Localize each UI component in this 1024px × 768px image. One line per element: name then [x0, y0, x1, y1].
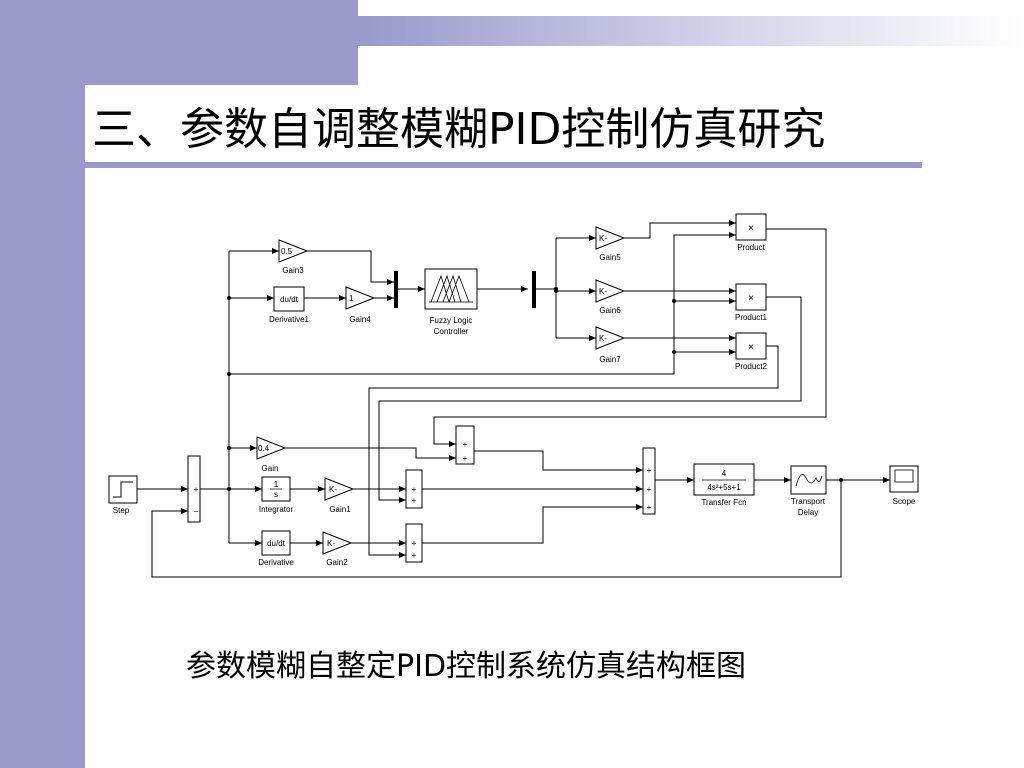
derivative-block[interactable]: du/dt Derivative [258, 530, 294, 567]
gain7-block[interactable]: K- Gain7 [595, 326, 626, 364]
gain2-block[interactable]: K- Gain2 [322, 531, 353, 567]
controller-output-sum-block[interactable]: + + + [642, 447, 656, 515]
slide-title: 三、参数自调整模糊PID控制仿真研究 [92, 104, 826, 155]
derivative1-block[interactable]: du/dt Derivative1 [269, 286, 310, 324]
gain4-block[interactable]: 1 Gain4 [345, 286, 376, 324]
svg-text:+: + [412, 485, 417, 494]
svg-text:Gain4: Gain4 [349, 315, 371, 324]
svg-text:×: × [748, 223, 754, 234]
svg-text:+: + [412, 551, 417, 560]
svg-text:×: × [748, 342, 754, 353]
svg-text:K-: K- [599, 287, 607, 296]
svg-text:Gain5: Gain5 [599, 253, 621, 262]
mux-block[interactable] [394, 271, 398, 308]
transport-delay-block[interactable]: Transport Delay [790, 465, 827, 517]
svg-text:Transport: Transport [791, 497, 826, 506]
product-block[interactable]: × Product [735, 213, 767, 252]
product1-block[interactable]: × Product1 [735, 283, 768, 322]
svg-text:4: 4 [722, 469, 727, 478]
sum-derivative-block[interactable]: + + [405, 523, 423, 563]
gain6-block[interactable]: K- Gain6 [595, 279, 626, 315]
wire-junctions [227, 287, 843, 491]
svg-text:Gain6: Gain6 [599, 306, 621, 315]
svg-text:Gain7: Gain7 [599, 355, 621, 364]
svg-text:+: + [463, 440, 468, 449]
svg-text:s: s [274, 490, 278, 499]
svg-text:K-: K- [599, 334, 607, 343]
svg-text:0.5: 0.5 [281, 247, 293, 256]
svg-text:+: + [647, 503, 652, 512]
svg-text:Derivative1: Derivative1 [269, 315, 310, 324]
signal-wires [137, 220, 890, 578]
svg-text:Scope: Scope [893, 497, 916, 506]
gain1-block[interactable]: K- Gain1 [324, 477, 355, 514]
sum-integral-block[interactable]: + + [405, 469, 423, 509]
svg-text:Derivative: Derivative [258, 558, 294, 567]
svg-text:Product1: Product1 [735, 313, 768, 322]
header-gradient-bar [358, 16, 1024, 46]
svg-text:K-: K- [599, 234, 607, 243]
svg-text:−: − [194, 507, 199, 516]
svg-text:0.4: 0.4 [258, 444, 270, 453]
left-accent-band [0, 0, 85, 768]
sum-proportional-block[interactable]: + + [455, 425, 475, 465]
svg-text:+: + [647, 466, 652, 475]
svg-text:+: + [463, 454, 468, 463]
svg-text:+: + [194, 485, 199, 494]
svg-text:1: 1 [274, 480, 279, 489]
title-underline [85, 162, 922, 168]
svg-text:Gain3: Gain3 [282, 266, 304, 275]
svg-text:K-: K- [329, 485, 337, 494]
svg-text:4s²+5s+1: 4s²+5s+1 [707, 483, 741, 492]
error-sum-block[interactable]: + − [187, 455, 201, 523]
fuzzy-logic-controller-block[interactable]: Fuzzy Logic Controller [424, 268, 478, 336]
svg-text:×: × [748, 293, 754, 304]
transfer-fcn-block[interactable]: 4 4s²+5s+1 Transfer Fcn [693, 463, 755, 507]
svg-text:Gain1: Gain1 [329, 505, 351, 514]
svg-text:+: + [412, 539, 417, 548]
svg-text:+: + [412, 496, 417, 505]
svg-text:Transfer Fcn: Transfer Fcn [701, 498, 746, 507]
svg-text:1: 1 [349, 294, 354, 303]
gain-block[interactable]: 0.4 Gain [256, 436, 287, 473]
product2-block[interactable]: × Product2 [735, 332, 768, 371]
svg-text:+: + [647, 485, 652, 494]
svg-text:Controller: Controller [434, 327, 469, 336]
svg-text:Product2: Product2 [735, 362, 768, 371]
svg-text:Delay: Delay [798, 508, 818, 517]
step-block[interactable]: Step [108, 475, 138, 515]
scope-block[interactable]: Scope [889, 465, 919, 506]
integrator-block[interactable]: 1 s Integrator [259, 476, 294, 514]
figure-caption: 参数模糊自整定PID控制系统仿真结构框图 [186, 649, 747, 684]
top-accent-block [85, 0, 358, 85]
demux-block[interactable] [532, 271, 536, 308]
svg-text:Product: Product [737, 243, 765, 252]
svg-text:du/dt: du/dt [267, 539, 286, 548]
svg-text:Fuzzy Logic: Fuzzy Logic [430, 316, 473, 325]
svg-text:K-: K- [327, 539, 335, 548]
svg-text:Gain: Gain [262, 464, 279, 473]
gain5-block[interactable]: K- Gain5 [595, 226, 626, 262]
svg-text:Step: Step [113, 506, 130, 515]
svg-text:du/dt: du/dt [280, 295, 299, 304]
gain3-block[interactable]: 0.5 Gain3 [278, 239, 309, 275]
svg-text:Gain2: Gain2 [326, 558, 348, 567]
svg-text:Integrator: Integrator [259, 505, 294, 514]
